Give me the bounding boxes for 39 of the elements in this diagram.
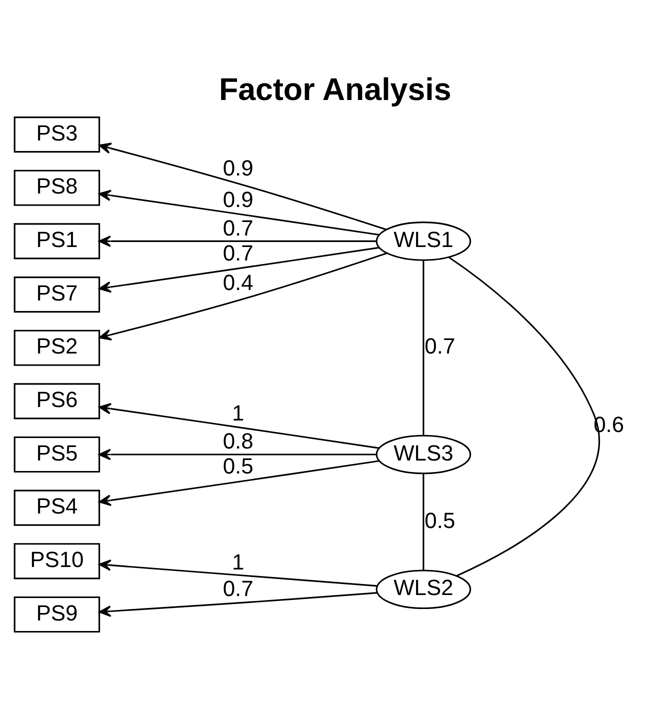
node-box: PS1 — [14, 222, 100, 259]
arrow — [98, 558, 378, 586]
diagram-title: Factor Analysis — [218, 72, 452, 107]
edge-label: 0.9 — [222, 155, 254, 180]
node-box: PS2 — [14, 329, 100, 366]
edge-label: 0.4 — [222, 270, 254, 295]
arrow — [98, 142, 387, 230]
edge-label: 0.7 — [222, 575, 254, 600]
arrow — [98, 460, 380, 506]
node-ellipse: WLS3 — [376, 434, 472, 474]
edge-label: 0.9 — [222, 186, 254, 212]
edge-label: 0.7 — [222, 214, 254, 240]
connector — [422, 472, 424, 570]
arrow — [98, 189, 380, 236]
node-box: PS10 — [14, 542, 100, 579]
node-ellipse: WLS2 — [376, 569, 472, 609]
arrow — [98, 402, 380, 448]
node-box: PS4 — [14, 489, 100, 526]
edge-label: 0.5 — [424, 507, 456, 532]
edge-label: 0.8 — [222, 428, 254, 454]
connector — [448, 256, 600, 576]
node-box: PS9 — [14, 596, 100, 632]
edge-label: 0.7 — [424, 333, 456, 358]
node-box: PS3 — [14, 116, 100, 152]
node-box: PS8 — [14, 169, 100, 206]
edge-label: 0.5 — [222, 453, 254, 478]
node-box: PS7 — [14, 276, 100, 312]
arrow — [98, 235, 377, 246]
edge-label: 1 — [232, 400, 244, 425]
node-ellipse: WLS1 — [376, 221, 472, 260]
arrow — [98, 246, 380, 292]
arrow — [98, 448, 377, 460]
edge-label: 0.7 — [222, 240, 254, 265]
node-box: PS5 — [14, 436, 100, 472]
edge-label: 1 — [232, 548, 244, 574]
arrow — [98, 592, 378, 616]
node-box: PS6 — [14, 382, 100, 419]
connector — [422, 260, 424, 436]
arrow — [98, 252, 388, 340]
